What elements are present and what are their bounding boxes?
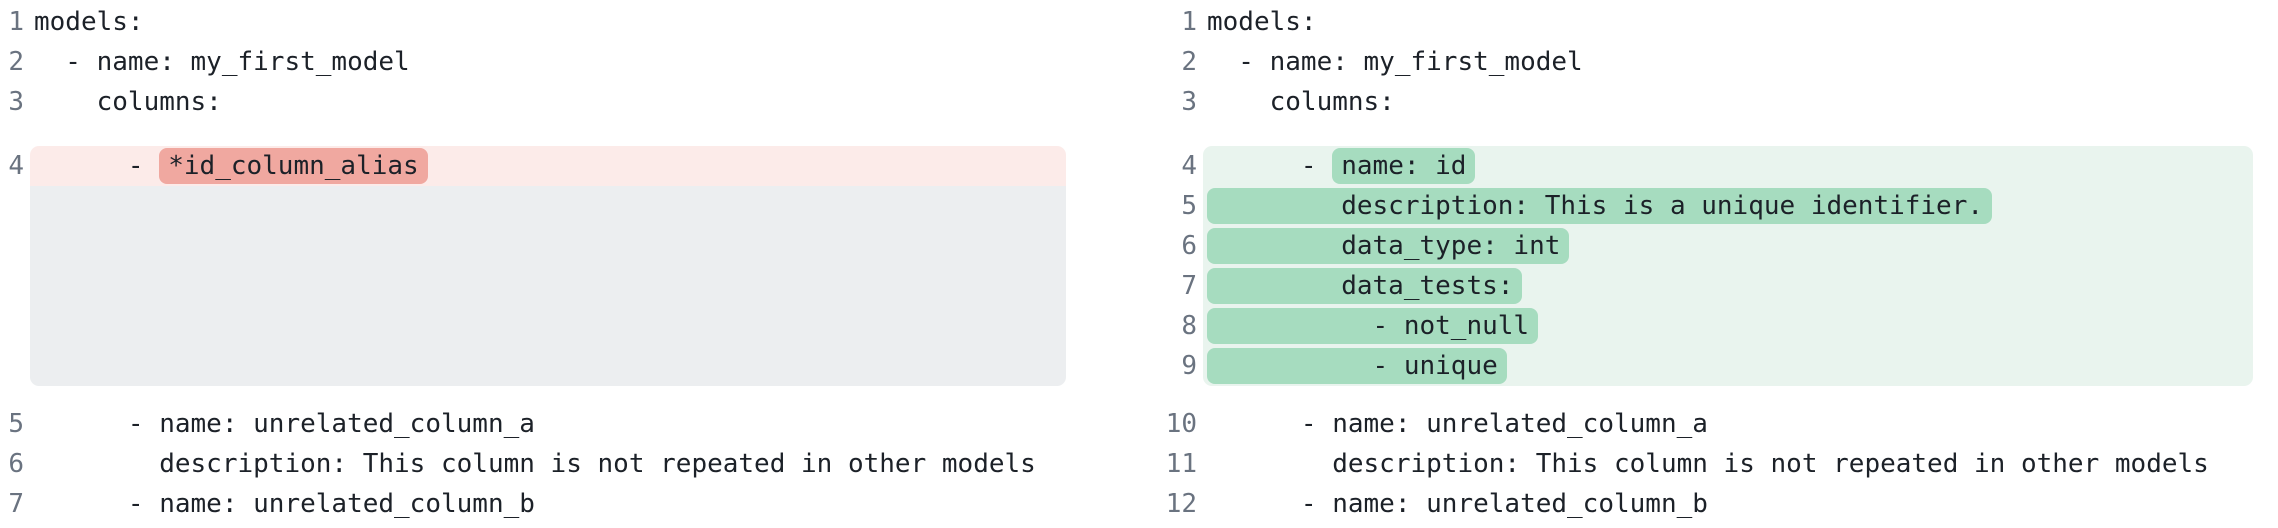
line-number: 2 — [8, 47, 24, 77]
added-code-line: data_type: int — [1203, 226, 2253, 266]
line-number: 2 — [1181, 47, 1197, 77]
line-number: 5 — [1181, 191, 1197, 221]
added-block: - name: id description: This is a unique… — [1203, 146, 2253, 386]
added-token: - unique — [1207, 348, 1507, 384]
added-token: data_tests: — [1207, 268, 1523, 304]
code-text: - name: unrelated_column_b — [1207, 489, 1708, 519]
line-number-column: 4 — [0, 146, 24, 386]
line-number: 4 — [8, 151, 24, 181]
added-code-line: data_tests: — [1203, 266, 2253, 306]
line-number: 1 — [8, 7, 24, 37]
code-line: 2 - name: my_first_model — [1139, 42, 2253, 82]
code-indent: - — [34, 151, 160, 181]
added-token: data_type: int — [1207, 228, 1570, 264]
code-text: description: This column is not repeated… — [34, 449, 1036, 479]
code-text: models: — [34, 7, 144, 37]
line-number: 6 — [1181, 231, 1197, 261]
code-text: columns: — [1207, 87, 1395, 117]
code-line: 6 description: This column is not repeat… — [0, 444, 1066, 484]
line-number: 6 — [8, 449, 24, 479]
added-token: - not_null — [1207, 308, 1539, 344]
line-number: 9 — [1181, 351, 1197, 381]
added-token: name: id — [1332, 148, 1476, 184]
code-line: 3 columns: — [0, 82, 1066, 122]
line-number: 1 — [1181, 7, 1197, 37]
line-number: 7 — [8, 489, 24, 519]
code-text: - name: unrelated_column_a — [1207, 409, 1708, 439]
line-number: 3 — [1181, 87, 1197, 117]
added-code-line: - unique — [1203, 346, 2253, 386]
added-code-line: - not_null — [1203, 306, 2253, 346]
code-text: columns: — [34, 87, 222, 117]
code-line: 1 models: — [1139, 2, 2253, 42]
line-number: 4 — [1181, 151, 1197, 181]
code-line: 12 - name: unrelated_column_b — [1139, 484, 2253, 524]
line-number: 12 — [1165, 489, 1197, 519]
collapsed-lines-placeholder — [30, 186, 1066, 386]
code-text: models: — [1207, 7, 1317, 37]
code-line: 7 - name: unrelated_column_b — [0, 484, 1066, 524]
code-line: 2 - name: my_first_model — [0, 42, 1066, 82]
line-number: 7 — [1181, 271, 1197, 301]
code-line: 11 description: This column is not repea… — [1139, 444, 2253, 484]
line-number: 11 — [1165, 449, 1197, 479]
added-code-line: - name: id — [1203, 146, 2253, 186]
removed-code-line: - *id_column_alias — [30, 146, 1066, 186]
line-number: 3 — [8, 87, 24, 117]
code-text: - name: my_first_model — [34, 47, 410, 77]
line-number: 8 — [1181, 311, 1197, 341]
added-hunk: 4 5 6 7 8 9 - name: id description: This is a… — [1139, 146, 2253, 386]
line-number: 10 — [1165, 409, 1197, 439]
line-number-column: 4 5 6 7 8 9 — [1139, 146, 1197, 386]
removed-token: *id_column_alias — [159, 148, 428, 184]
code-line: 1 models: — [0, 2, 1066, 42]
code-text: - name: unrelated_column_b — [34, 489, 535, 519]
code-text: - name: unrelated_column_a — [34, 409, 535, 439]
added-token: description: This is a unique identifier… — [1207, 188, 1993, 224]
removed-block: - *id_column_alias — [30, 146, 1066, 386]
code-line: 10 - name: unrelated_column_a — [1139, 404, 2253, 444]
line-number: 5 — [8, 409, 24, 439]
code-text: description: This column is not repeated… — [1207, 449, 2209, 479]
code-indent: - — [1207, 151, 1333, 181]
added-code-line: description: This is a unique identifier… — [1203, 186, 2253, 226]
code-line: 3 columns: — [1139, 82, 2253, 122]
code-text: - name: my_first_model — [1207, 47, 1583, 77]
removed-hunk: 4 - *id_column_alias — [0, 146, 1066, 386]
code-line: 5 - name: unrelated_column_a — [0, 404, 1066, 444]
